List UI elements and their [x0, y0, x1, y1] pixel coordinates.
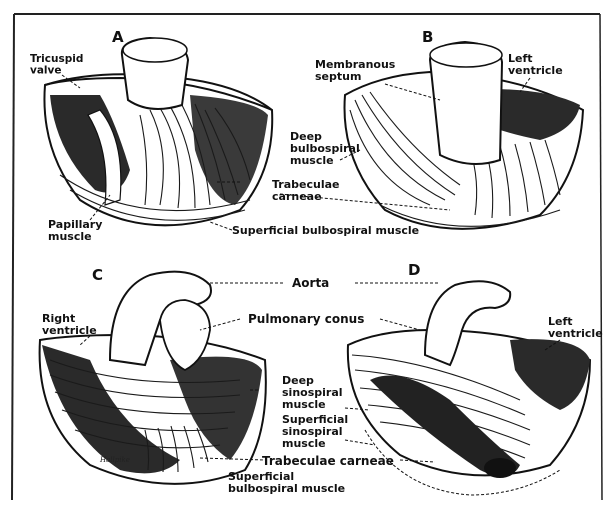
label-line: ventricle [548, 327, 603, 340]
label-line: Right [42, 312, 75, 325]
label-pulmonary-conus: Pulmonary conus [248, 312, 364, 326]
label-line: Superficial [282, 413, 348, 426]
label-aorta: Aorta [292, 276, 329, 290]
label-line: sinospiral [282, 425, 343, 438]
label-line: Trabeculae [272, 178, 339, 191]
label-line: Tricuspid [30, 53, 83, 65]
panel-d-letter: D [408, 261, 420, 279]
label-line: Papillary [48, 218, 102, 231]
label-line: muscle [48, 230, 92, 243]
panel-c-letter: C [92, 266, 103, 284]
panel-b-letter: B [422, 28, 433, 46]
label-line: muscle [290, 154, 334, 167]
label-line: Deep [290, 130, 322, 143]
panel-a-letter: A [112, 28, 124, 46]
label-line: Superficial [228, 470, 294, 483]
label-line: ventricle [508, 64, 563, 77]
label-line: bulbospiral muscle [228, 482, 345, 495]
label-line: Left [508, 52, 533, 65]
label-line: Left [548, 315, 573, 328]
label-trabeculae-carneae-cd: Trabeculae carneae [262, 454, 394, 468]
label-line: muscle [282, 437, 326, 450]
label-line: bulbospiral [290, 142, 360, 155]
label-line: septum [315, 70, 361, 83]
label-line: valve [30, 65, 62, 77]
label-line: sinospiral [282, 386, 343, 399]
label-line: muscle [282, 398, 326, 411]
label-superficial-bulbospiral-ab: Superficial bulbospiral muscle [232, 224, 419, 237]
panel-c-heart [40, 272, 266, 484]
label-line: carneae [272, 190, 322, 203]
panel-a-heart [44, 38, 272, 225]
artist-signature: Hallpike [99, 456, 130, 464]
label-line: Deep [282, 374, 314, 387]
label-line: Membranous [315, 58, 396, 71]
label-line: ventricle [42, 324, 97, 337]
